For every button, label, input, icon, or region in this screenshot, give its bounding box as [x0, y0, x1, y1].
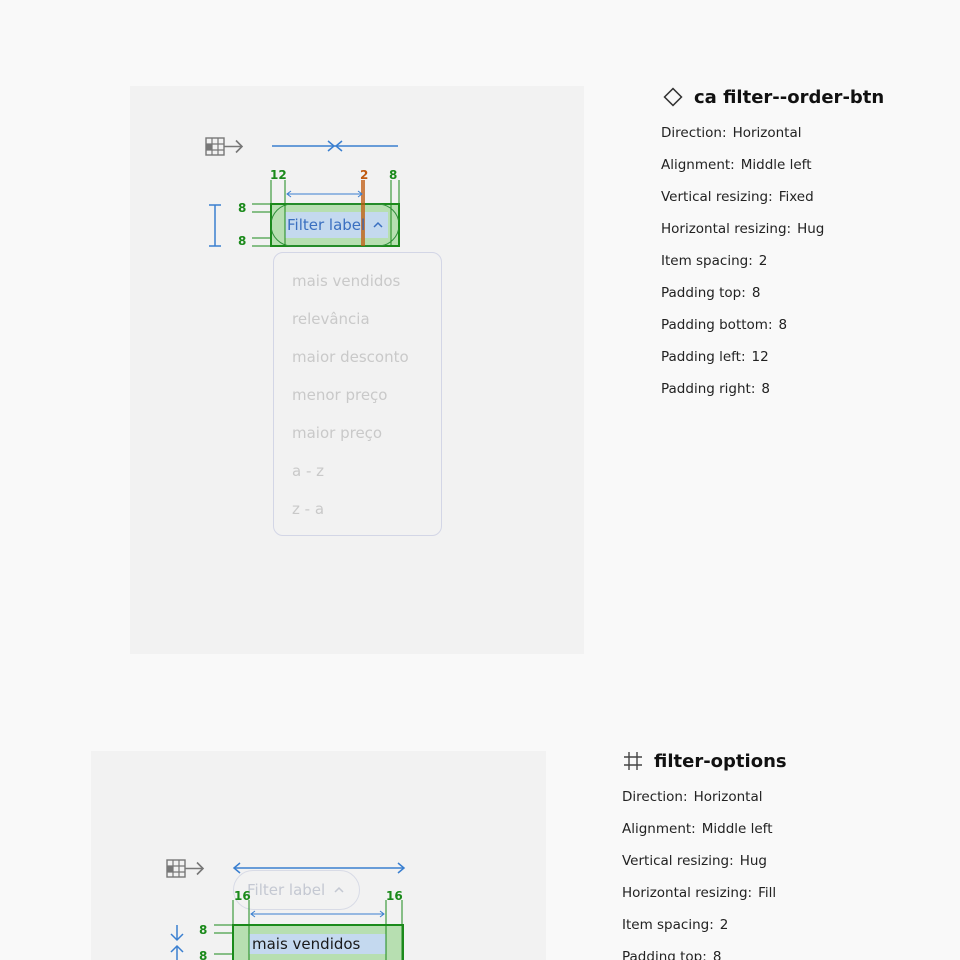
dropdown-option[interactable]: a - z [292, 462, 325, 480]
fill-width-indicator [232, 862, 406, 874]
component-title: ca filter--order-btn [662, 86, 884, 108]
order-dropdown-menu: mais vendidos relevância maior desconto … [273, 252, 442, 536]
frame-hash-icon [624, 752, 642, 770]
padding-bottom-value: 8 [199, 949, 208, 960]
diamond-component-icon [663, 87, 683, 107]
property-list-1: DirectionHorizontal AlignmentMiddle left… [661, 125, 824, 413]
property-row: Vertical resizingFixed [661, 189, 824, 221]
dropdown-option[interactable]: mais vendidos [292, 272, 401, 290]
property-row: Padding bottom8 [661, 317, 824, 349]
property-row: DirectionHorizontal [661, 125, 824, 157]
padding-left-value: 12 [270, 168, 287, 182]
padding-top-value: 8 [199, 923, 208, 937]
option-padding-overlay [214, 900, 404, 960]
padding-left-value: 16 [234, 889, 251, 903]
property-row: AlignmentMiddle left [661, 157, 824, 189]
auto-layout-horizontal-icon [205, 137, 244, 156]
filter-button-label[interactable]: Filter label [287, 216, 366, 234]
item-spacing-value: 2 [360, 168, 369, 182]
padding-bottom-value: 8 [238, 234, 247, 248]
property-row: Padding top8 [622, 949, 776, 960]
chevron-up-icon[interactable] [333, 886, 345, 894]
property-row: Item spacing2 [661, 253, 824, 285]
property-row: DirectionHorizontal [622, 789, 776, 821]
property-list-2: DirectionHorizontal AlignmentMiddle left… [622, 789, 776, 960]
frame-title-text: filter-options [654, 750, 787, 772]
filter-button-label[interactable]: Filter label [247, 881, 326, 899]
filter-button-ghost [233, 870, 360, 910]
property-row: Padding top8 [661, 285, 824, 317]
property-row: AlignmentMiddle left [622, 821, 776, 853]
padding-top-value: 8 [238, 201, 247, 215]
dropdown-option[interactable]: relevância [292, 310, 370, 328]
hug-width-indicator [272, 140, 398, 152]
frame-title: filter-options [622, 750, 787, 772]
property-row: Horizontal resizingFill [622, 885, 776, 917]
property-row: Padding right8 [661, 381, 824, 413]
fixed-height-indicator [209, 204, 221, 247]
chevron-up-icon[interactable] [372, 221, 384, 229]
button-padding-overlay [252, 180, 400, 247]
property-row: Padding left12 [661, 349, 824, 381]
property-row: Item spacing2 [622, 917, 776, 949]
component-title-text: ca filter--order-btn [694, 86, 885, 108]
padding-right-value: 8 [389, 168, 398, 182]
padding-right-value: 16 [386, 889, 403, 903]
dropdown-option[interactable]: maior preço [292, 424, 383, 442]
property-row: Vertical resizingHug [622, 853, 776, 885]
dropdown-option[interactable]: menor preço [292, 386, 388, 404]
hug-height-indicator [170, 925, 184, 960]
property-row: Horizontal resizingHug [661, 221, 824, 253]
auto-layout-horizontal-icon [166, 859, 205, 878]
dropdown-option[interactable]: maior desconto [292, 348, 409, 366]
dropdown-option[interactable]: z - a [292, 500, 325, 518]
option-label[interactable]: mais vendidos [252, 935, 361, 953]
